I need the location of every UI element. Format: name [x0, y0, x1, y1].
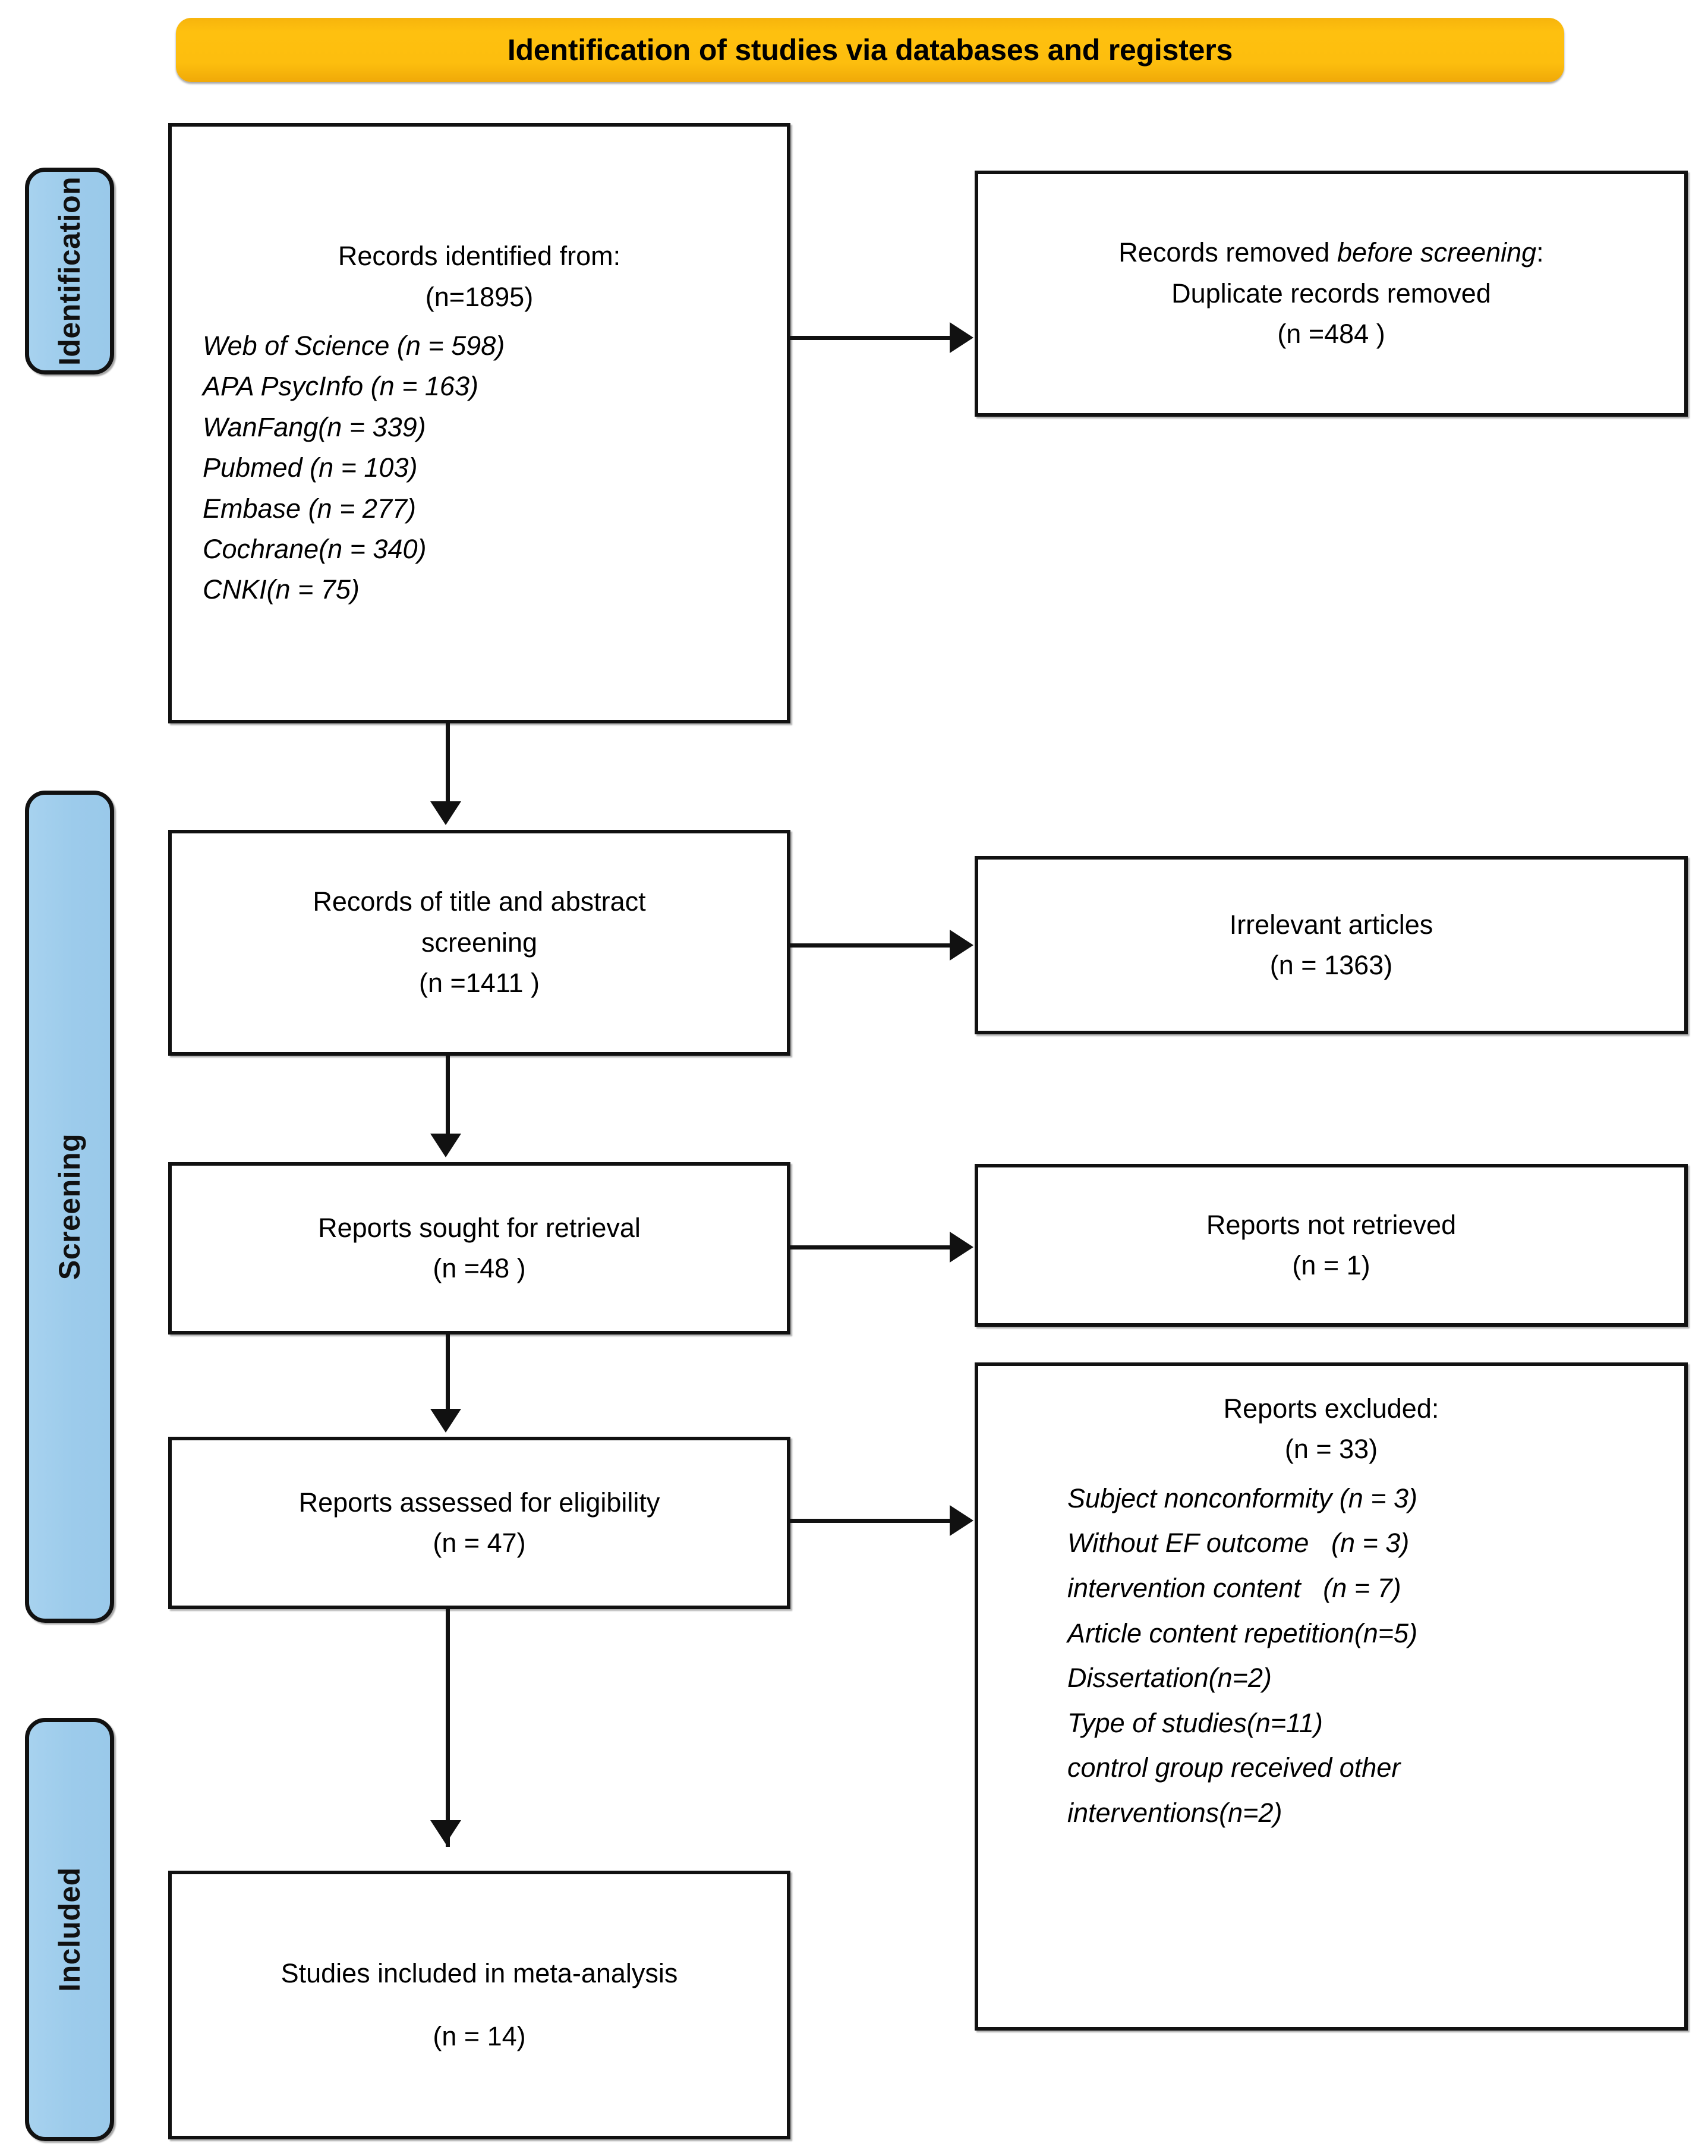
studies-included-label: Studies included in meta-analysis — [281, 1957, 678, 1988]
box-irrelevant-articles: Irrelevant articles (n = 1363) — [975, 856, 1688, 1034]
reports-sought-count: (n =48 ) — [433, 1253, 526, 1283]
connector-screening-to-sought — [446, 1056, 450, 1137]
excluded-reason: intervention content (n = 7) — [1067, 1572, 1401, 1603]
excluded-reason: Subject nonconformity (n = 3) — [1067, 1483, 1418, 1513]
arrowhead-right-icon — [950, 1505, 973, 1536]
excluded-heading: Reports excluded: — [1223, 1393, 1439, 1424]
excluded-reason: Dissertation(n=2) — [1067, 1663, 1272, 1694]
source-item: Cochrane(n = 340) — [203, 533, 427, 564]
records-identified-source-list: Web of Science (n = 598) APA PsycInfo (n… — [172, 326, 787, 610]
source-item: Embase (n = 277) — [203, 493, 416, 524]
records-removed-count: (n =484 ) — [1277, 319, 1385, 350]
eligibility-count: (n = 47) — [433, 1528, 526, 1558]
arrowhead-right-icon — [950, 1232, 973, 1263]
source-item: Web of Science (n = 598) — [203, 331, 505, 361]
reports-sought-label: Reports sought for retrieval — [318, 1212, 641, 1243]
records-removed-prefix: Records removed — [1118, 237, 1337, 268]
box-reports-eligibility: Reports assessed for eligibility (n = 47… — [168, 1437, 790, 1609]
excluded-count: (n = 33) — [1284, 1434, 1378, 1465]
connector-sought-to-eligibility — [446, 1334, 450, 1412]
box-records-identified: Records identified from: (n=1895) Web of… — [168, 123, 790, 723]
source-item: CNKI(n = 75) — [203, 574, 360, 605]
box-reports-not-retrieved: Reports not retrieved (n = 1) — [975, 1164, 1688, 1327]
title-abstract-line2: screening — [421, 927, 538, 958]
banner-title: Identification of studies via databases … — [507, 33, 1233, 67]
records-identified-heading: Records identified from: — [338, 241, 621, 272]
excluded-reason: interventions(n=2) — [1067, 1797, 1282, 1828]
stage-label-identification-text: Identification — [53, 176, 87, 366]
records-removed-colon: : — [1536, 237, 1544, 268]
box-reports-sought: Reports sought for retrieval (n =48 ) — [168, 1162, 790, 1334]
arrowhead-down-icon — [430, 1409, 461, 1433]
excluded-reason: Article content repetition(n=5) — [1067, 1617, 1418, 1648]
excluded-reason-list: Subject nonconformity (n = 3) Without EF… — [978, 1476, 1684, 1836]
arrowhead-down-icon — [430, 1820, 461, 1844]
source-item: WanFang(n = 339) — [203, 411, 426, 442]
arrowhead-down-icon — [430, 1134, 461, 1157]
connector-identified-to-removed — [790, 336, 952, 340]
records-removed-emphasis: before screening — [1337, 237, 1537, 268]
records-removed-heading: Records removed before screening: — [1118, 232, 1543, 273]
stage-label-identification: Identification — [25, 168, 114, 374]
connector-eligibility-to-included — [446, 1609, 450, 1847]
connector-sought-to-not-retrieved — [790, 1245, 952, 1249]
stage-label-screening: Screening — [25, 791, 114, 1623]
not-retrieved-label: Reports not retrieved — [1206, 1209, 1457, 1240]
box-title-abstract-screening: Records of title and abstract screening … — [168, 830, 790, 1056]
box-records-removed: Records removed before screening: Duplic… — [975, 171, 1688, 417]
arrowhead-right-icon — [950, 322, 973, 353]
stage-label-screening-text: Screening — [53, 1133, 86, 1280]
not-retrieved-count: (n = 1) — [1292, 1250, 1370, 1280]
diagram-header-banner: Identification of studies via databases … — [176, 18, 1564, 82]
excluded-reason: Without EF outcome (n = 3) — [1067, 1528, 1410, 1559]
records-identified-total: (n=1895) — [425, 281, 534, 312]
connector-eligibility-to-excluded — [790, 1519, 952, 1523]
records-removed-detail: Duplicate records removed — [1171, 278, 1491, 309]
source-item: APA PsycInfo (n = 163) — [203, 371, 478, 402]
source-item: Pubmed (n = 103) — [203, 452, 418, 483]
excluded-reason: control group received other — [1067, 1752, 1401, 1783]
irrelevant-label: Irrelevant articles — [1229, 909, 1433, 940]
irrelevant-count: (n = 1363) — [1269, 950, 1393, 980]
arrowhead-down-icon — [430, 801, 461, 825]
connector-identified-to-screening — [446, 723, 450, 804]
box-reports-excluded: Reports excluded: (n = 33) Subject nonco… — [975, 1362, 1688, 2031]
box-studies-included: Studies included in meta-analysis (n = 1… — [168, 1871, 790, 2139]
title-abstract-count: (n =1411 ) — [418, 968, 540, 999]
stage-label-included: Included — [25, 1718, 114, 2141]
connector-screening-to-irrelevant — [790, 943, 952, 948]
arrowhead-right-icon — [950, 930, 973, 961]
studies-included-count: (n = 14) — [433, 2021, 526, 2051]
stage-label-included-text: Included — [53, 1867, 87, 1992]
title-abstract-line1: Records of title and abstract — [313, 886, 646, 917]
excluded-reason: Type of studies(n=11) — [1067, 1707, 1323, 1738]
eligibility-label: Reports assessed for eligibility — [298, 1487, 660, 1518]
